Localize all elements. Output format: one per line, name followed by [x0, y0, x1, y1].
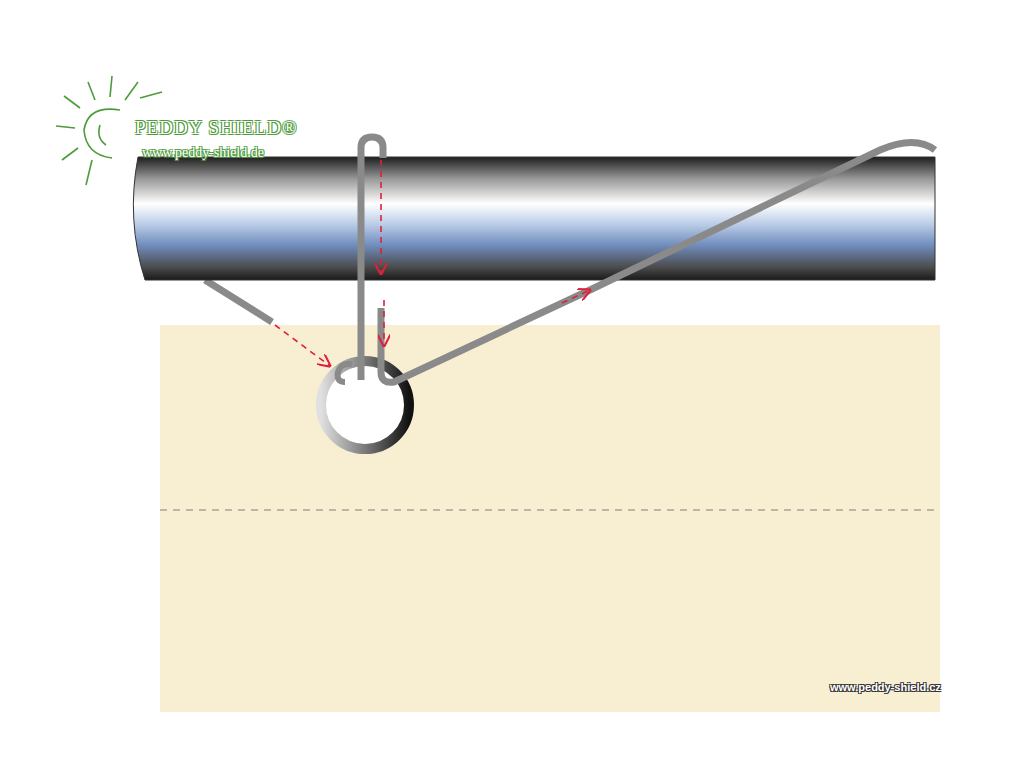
rope-loop — [361, 137, 383, 380]
eyelet-ring — [321, 361, 409, 449]
rope-strand — [205, 280, 272, 322]
direction-arrow — [562, 290, 590, 303]
rope-strand — [381, 143, 935, 383]
rope-turn — [338, 364, 352, 382]
direction-arrow — [275, 325, 330, 366]
website-url: www.peddy-shield.de — [142, 145, 264, 161]
shade-sail — [160, 325, 940, 712]
rope-strand — [378, 308, 385, 372]
direction-arrow — [380, 160, 382, 274]
watermark-url: www.peddy-shield.cz — [830, 681, 941, 693]
pipe — [133, 157, 935, 280]
seam-line — [160, 509, 940, 511]
direction-arrow — [383, 300, 385, 346]
brand-name: PEDDY SHIELD® — [135, 117, 297, 139]
